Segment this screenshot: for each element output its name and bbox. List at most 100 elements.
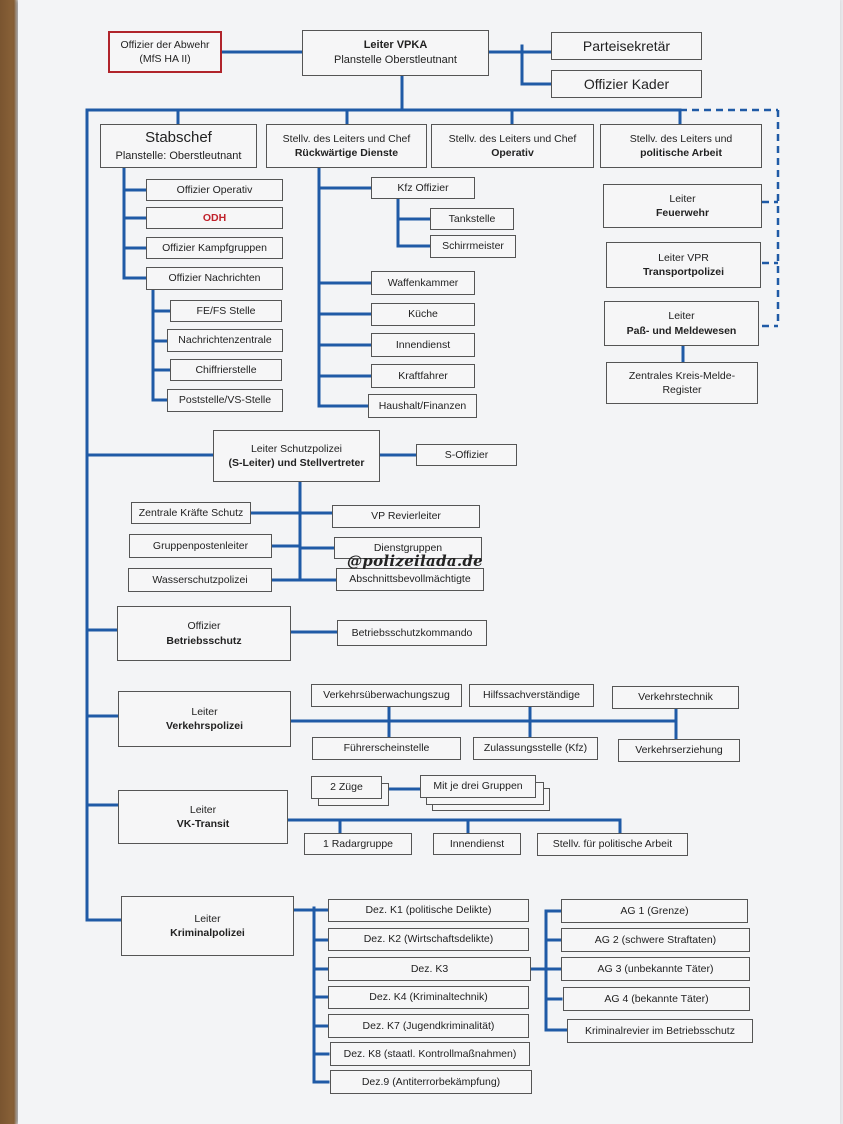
watermark: @polizeilada.de — [347, 552, 484, 570]
dez-k3-label: Dez. K3 — [410, 962, 449, 975]
schirrmeister-label: Schirrmeister — [442, 240, 504, 253]
odh-label: ODH — [202, 211, 227, 224]
verkehrstechnik-label: Verkehrstechnik — [638, 691, 713, 704]
zulassungsstelle-box: Zulassungsstelle (Kfz) — [473, 737, 598, 760]
feuerwehr-box: Leiter Feuerwehr — [603, 184, 762, 228]
betrieb-line2: Betriebsschutz — [166, 634, 242, 647]
register-line2: Register — [662, 384, 702, 396]
betriebsschutzkommando-label: Betriebsschutzkommando — [351, 626, 473, 639]
dez-k2-box: Dez. K2 (Wirtschaftsdelikte) — [328, 928, 529, 951]
dez-k7-box: Dez. K7 (Jugendkriminalität) — [328, 1014, 529, 1038]
transit-line2: VK-Transit — [176, 818, 230, 830]
nachrichten-label: Offizier Nachrichten — [168, 272, 261, 285]
leiter-vpka-sub: Planstelle Oberstleutnant — [334, 54, 457, 66]
parteisekretaer-label: Parteisekretär — [582, 37, 671, 54]
dez-k4-box: Dez. K4 (Kriminaltechnik) — [328, 986, 529, 1009]
feuerwehr-line1: Leiter — [669, 192, 696, 205]
stabschef-box: Stabschef Planstelle: Oberstleutnant — [100, 124, 257, 168]
dez-k9-label: Dez.9 (Antiterrorbekämpfung) — [361, 1075, 501, 1088]
offizier-operativ-box: Offizier Operativ — [146, 179, 283, 201]
revierleiter-box: VP Revierleiter — [332, 505, 480, 528]
rd-line1: Stellv. des Leiters und Chef — [282, 132, 411, 145]
s-offizier-box: S-Offizier — [416, 444, 517, 466]
rd-line2: Rückwärtige Dienste — [294, 147, 399, 159]
schutz-line2: (S-Leiter) und Stellvertreter — [228, 457, 365, 469]
schutzpolizei-box: Leiter Schutzpolizei (S-Leiter) und Stel… — [213, 430, 380, 482]
poststelle-label: Poststelle/VS-Stelle — [178, 394, 272, 407]
dez-k4-label: Dez. K4 (Kriminaltechnik) — [369, 991, 488, 1004]
radargruppe-box: 1 Radargruppe — [304, 833, 412, 855]
haushalt-box: Haushalt/Finanzen — [368, 394, 477, 418]
ag4-label: AG 4 (bekannte Täter) — [604, 992, 709, 1005]
verkehr-line2: Verkehrspolizei — [165, 720, 244, 732]
dienstgruppen-label: Dienstgruppen — [373, 541, 443, 554]
chiffrierstelle-label: Chiffrierstelle — [195, 363, 257, 376]
betriebsschutzkommando-box: Betriebsschutzkommando — [337, 620, 487, 646]
gruppen-label: Mit je drei Gruppen — [433, 780, 523, 793]
dez-k9-box: Dez.9 (Antiterrorbekämpfung) — [330, 1070, 532, 1094]
pass-meldewesen-box: Leiter Paß- und Meldewesen — [604, 301, 759, 346]
ag1-box: AG 1 (Grenze) — [561, 899, 748, 923]
dez-k3-box: Dez. K3 — [328, 957, 531, 981]
schirrmeister-box: Schirrmeister — [430, 235, 516, 258]
verkehrstechnik-box: Verkehrstechnik — [612, 686, 739, 709]
betriebsschutz-box: Offizier Betriebsschutz — [117, 606, 291, 661]
tankstelle-box: Tankstelle — [430, 208, 514, 230]
ag3-label: AG 3 (unbekannte Täter) — [597, 962, 714, 975]
kriminalrevier-label: Kriminalrevier im Betriebsschutz — [585, 1024, 735, 1037]
gruppenposten-box: Gruppenpostenleiter — [129, 534, 272, 558]
stellv-politisch-box: Stellv. für politische Arbeit — [537, 833, 688, 856]
verkehrserziehung-label: Verkehrserziehung — [635, 744, 723, 757]
politische-arbeit-box: Stellv. des Leiters und politische Arbei… — [600, 124, 762, 168]
abwehr-line1: Offizier der Abwehr — [120, 38, 210, 51]
kraftfahrer-label: Kraftfahrer — [398, 369, 448, 382]
ueberwachungszug-label: Verkehrsüberwachungszug — [323, 689, 450, 702]
parteisekretaer-box: Parteisekretär — [551, 32, 702, 60]
verkehrspolizei-box: Leiter Verkehrspolizei — [118, 691, 291, 747]
zentrale-kraefte-label: Zentrale Kräfte Schutz — [138, 506, 244, 519]
haushalt-label: Haushalt/Finanzen — [378, 399, 467, 412]
op-line1: Stellv. des Leiters und Chef — [448, 132, 577, 145]
innendienst-rd-label: Innendienst — [395, 338, 451, 351]
kueche-box: Küche — [371, 303, 475, 326]
fefs-stelle-label: FE/FS Stelle — [196, 304, 256, 317]
verkehr-line1: Leiter — [191, 705, 218, 718]
dez-k1-box: Dez. K1 (politische Delikte) — [328, 899, 529, 922]
dez-k8-label: Dez. K8 (staatl. Kontrollmaßnahmen) — [343, 1047, 517, 1060]
dez-k2-label: Dez. K2 (Wirtschaftsdelikte) — [363, 933, 494, 946]
zulassungsstelle-label: Zulassungsstelle (Kfz) — [483, 742, 588, 755]
pol-line1: Stellv. des Leiters und — [629, 132, 733, 145]
vpr-line2: Transportpolizei — [642, 266, 725, 278]
hilfssachverstaendige-label: Hilfssachverständige — [483, 689, 580, 702]
odh-box: ODH — [146, 207, 283, 229]
kfz-offizier-box: Kfz Offizier — [371, 177, 475, 199]
pol-line2: politische Arbeit — [640, 147, 722, 159]
zuege-box: 2 Züge — [311, 776, 382, 799]
kader-box: Offizier Kader — [551, 70, 702, 98]
abwehr-line2: (MfS HA II) — [139, 53, 191, 65]
zuege-label: 2 Züge — [330, 781, 363, 794]
betrieb-line1: Offizier — [187, 620, 221, 633]
kampfgruppen-label: Offizier Kampfgruppen — [162, 241, 267, 254]
leiter-vpka-box: Leiter VPKA Planstelle Oberstleutnant — [302, 30, 489, 76]
ag2-box: AG 2 (schwere Straftaten) — [561, 928, 750, 952]
dez-k7-label: Dez. K7 (Jugendkriminalität) — [362, 1019, 495, 1032]
kader-label: Offizier Kader — [583, 75, 670, 92]
offizier-operativ-label: Offizier Operativ — [176, 183, 253, 196]
fefs-stelle-box: FE/FS Stelle — [170, 300, 282, 322]
wasserschutz-box: Wasserschutzpolizei — [128, 568, 272, 592]
kraftfahrer-box: Kraftfahrer — [371, 364, 475, 388]
dienstgruppen-box: Dienstgruppen — [334, 537, 482, 559]
innendienst-transit-label: Innendienst — [449, 837, 505, 850]
nachrichtenzentrale-box: Nachrichtenzentrale — [167, 329, 283, 352]
pass-line1: Leiter — [668, 310, 695, 323]
abschnitt-label: Abschnittsbevollmächtigte — [349, 573, 471, 586]
op-line2: Operativ — [491, 147, 534, 159]
kriminalrevier-box: Kriminalrevier im Betriebsschutz — [567, 1019, 753, 1043]
vk-transit-box: Leiter VK-Transit — [118, 790, 288, 844]
gruppenposten-label: Gruppenpostenleiter — [152, 539, 249, 552]
waffenkammer-label: Waffenkammer — [387, 276, 459, 289]
ag1-label: AG 1 (Grenze) — [620, 904, 689, 917]
abwehr-box: Offizier der Abwehr (MfS HA II) — [108, 31, 222, 73]
